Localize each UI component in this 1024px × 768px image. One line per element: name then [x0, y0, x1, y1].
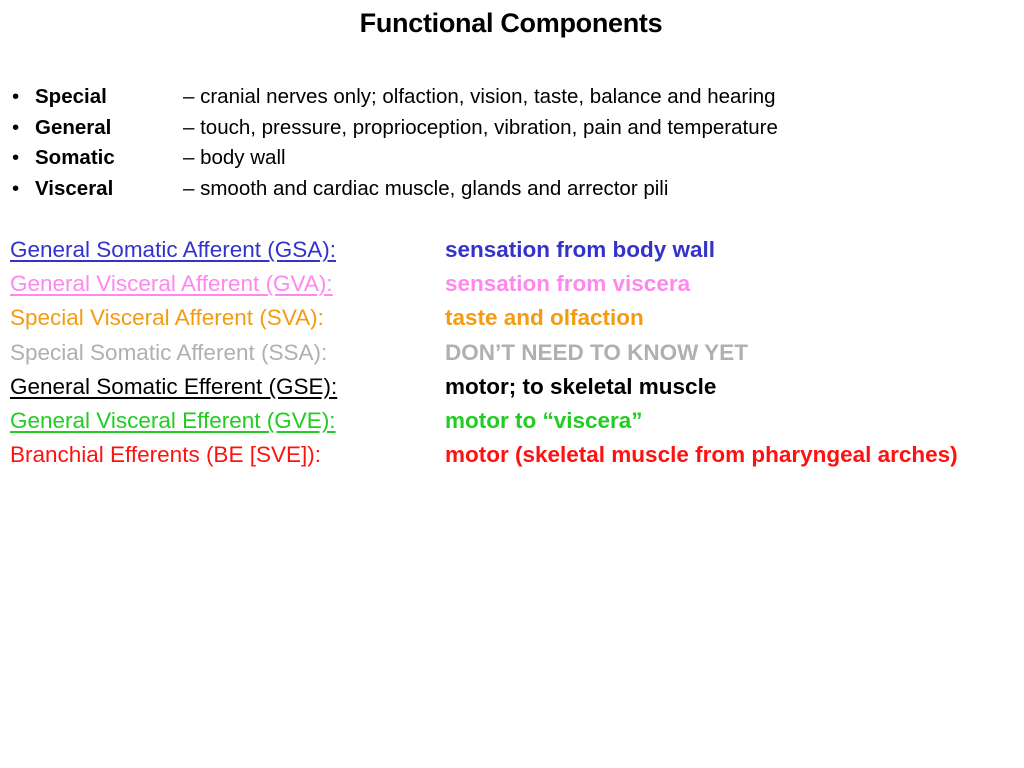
component-row: Special Visceral Afferent (SVA): taste a…: [10, 303, 1020, 337]
component-description: motor; to skeletal muscle: [445, 373, 717, 399]
bullet-description: – cranial nerves only; olfaction, vision…: [183, 85, 776, 108]
component-row: General Visceral Afferent (GVA): sensati…: [10, 269, 1020, 303]
bullet-item: • Somatic – body wall: [12, 145, 1012, 176]
component-name: General Somatic Efferent (GSE):: [10, 373, 338, 399]
slide-title: Functional Components: [359, 8, 663, 38]
component-name: General Somatic Afferent (GSA):: [10, 237, 336, 262]
component-description: sensation from viscera: [445, 271, 691, 297]
component-name: Special Somatic Afferent (SSA):: [10, 339, 328, 365]
bullet-item: • Special – cranial nerves only; olfacti…: [12, 84, 1012, 115]
component-row: General Visceral Efferent (GVE): motor t…: [10, 406, 1020, 440]
bullet-marker: •: [12, 85, 20, 108]
component-row: Branchial Efferents (BE [SVE]): motor (s…: [10, 440, 1020, 474]
bullet-description: – smooth and cardiac muscle, glands and …: [183, 176, 669, 200]
bullet-term: Special: [35, 85, 107, 108]
component-name: Special Visceral Afferent (SVA):: [10, 305, 324, 331]
bullet-term: Somatic: [35, 146, 115, 169]
bullet-description: – touch, pressure, proprioception, vibra…: [183, 115, 778, 139]
component-row: General Somatic Afferent (GSA): sensatio…: [10, 235, 1020, 269]
bullet-item: • General – touch, pressure, propriocept…: [12, 115, 1012, 146]
component-description: sensation from body wall: [445, 237, 716, 262]
component-list: General Somatic Afferent (GSA): sensatio…: [10, 235, 1020, 474]
component-name: General Visceral Afferent (GVA):: [10, 271, 333, 297]
bullet-term: Visceral: [35, 176, 114, 200]
bullet-marker: •: [12, 146, 20, 169]
component-description: taste and olfaction: [445, 305, 644, 331]
bullet-term: General: [35, 115, 112, 139]
bullet-item: • Visceral – smooth and cardiac muscle, …: [12, 176, 1012, 207]
bullet-list: • Special – cranial nerves only; olfacti…: [12, 84, 1012, 206]
component-row: General Somatic Efferent (GSE): motor; t…: [10, 372, 1020, 406]
component-row: Special Somatic Afferent (SSA): DON’T NE…: [10, 338, 1020, 372]
component-name: General Visceral Efferent (GVE):: [10, 407, 336, 433]
bullet-marker: •: [12, 115, 20, 139]
component-description: motor to “viscera”: [445, 407, 643, 433]
component-name: Branchial Efferents (BE [SVE]):: [10, 442, 321, 468]
component-description: DON’T NEED TO KNOW YET: [445, 339, 748, 365]
component-description: motor (skeletal muscle from pharyngeal a…: [445, 442, 958, 468]
bullet-description: – body wall: [183, 146, 286, 169]
bullet-marker: •: [12, 176, 20, 200]
